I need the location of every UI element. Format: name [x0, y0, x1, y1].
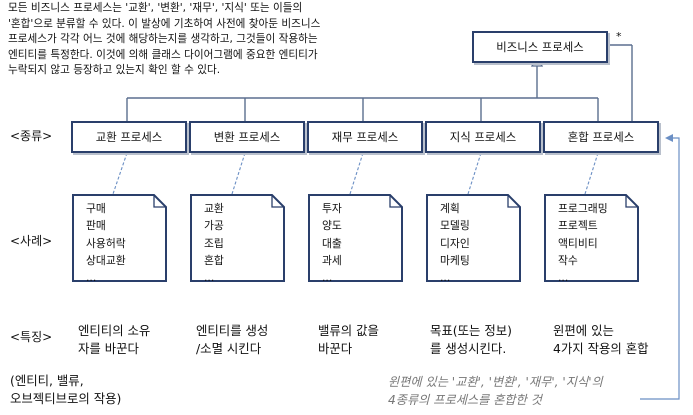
types-row-label: <종류> [10, 129, 53, 143]
example-list: 투자 양도 대출 과세 ... [322, 202, 342, 285]
process-label: 변환 프로세스 [213, 130, 281, 144]
intro-paragraph: 모든 비즈니스 프로세스는 '교환', '변환', '재무', '지식' 또는 … [8, 2, 321, 77]
features-row-label: <특징> [10, 330, 53, 344]
example-list: 프로그래밍 프로젝트 액티비티 작수 ... [558, 202, 608, 285]
conversion-examples-note: 교환 가공 조립 혼합 ... [190, 194, 285, 284]
business-process-label: 비즈니스 프로세스 [496, 40, 584, 54]
mixed-process-box: 혼합 프로세스 [543, 121, 659, 153]
process-label: 혼합 프로세스 [567, 130, 635, 144]
mixed-feature: 윈편에 있는 4가지 작용의 혼합 [553, 323, 649, 356]
example-list: 교환 가공 조립 혼합 ... [204, 202, 224, 285]
hybrid-process-note: 윈편에 있는 '교환', '변환', '재무', '지식'의 4종류의 프로세스… [388, 375, 603, 407]
example-list: 구매 판매 사용허락 상대교환 ... [86, 202, 126, 285]
finance-feature: 밸류의 값을 바꾼다 [318, 323, 379, 356]
feature-footnote: (엔티티, 밸류, 오브젝티브로의 작용) [10, 373, 122, 406]
conversion-feature: 엔티티를 생성 /소멸 시킨다 [196, 323, 269, 356]
exchange-process-box: 교환 프로세스 [71, 121, 187, 153]
finance-examples-note: 투자 양도 대출 과세 ... [308, 194, 403, 284]
hybrid-note-link [640, 137, 680, 400]
examples-row-label: <사례> [10, 234, 53, 248]
conversion-process-box: 변환 프로세스 [189, 121, 305, 153]
process-label: 교환 프로세스 [95, 130, 163, 144]
exchange-examples-note: 구매 판매 사용허락 상대교환 ... [72, 194, 167, 284]
process-label: 지식 프로세스 [449, 130, 517, 144]
knowledge-feature: 목표(또는 정보) 를 생성시킨다. [430, 323, 513, 356]
mixed-examples-note: 프로그래밍 프로젝트 액티비티 작수 ... [544, 194, 639, 284]
knowledge-examples-note: 계획 모델링 디자인 마케팅 ... [426, 194, 521, 284]
example-list: 계획 모델링 디자인 마케팅 ... [440, 202, 470, 285]
exchange-feature: 엔티티의 소유 자를 바꾼다 [78, 323, 151, 356]
finance-process-box: 재무 프로세스 [307, 121, 423, 153]
process-label: 재무 프로세스 [331, 130, 399, 144]
business-process-box: 비즈니스 프로세스 [472, 31, 608, 63]
knowledge-process-box: 지식 프로세스 [425, 121, 541, 153]
multiplicity-label: * [616, 30, 622, 43]
